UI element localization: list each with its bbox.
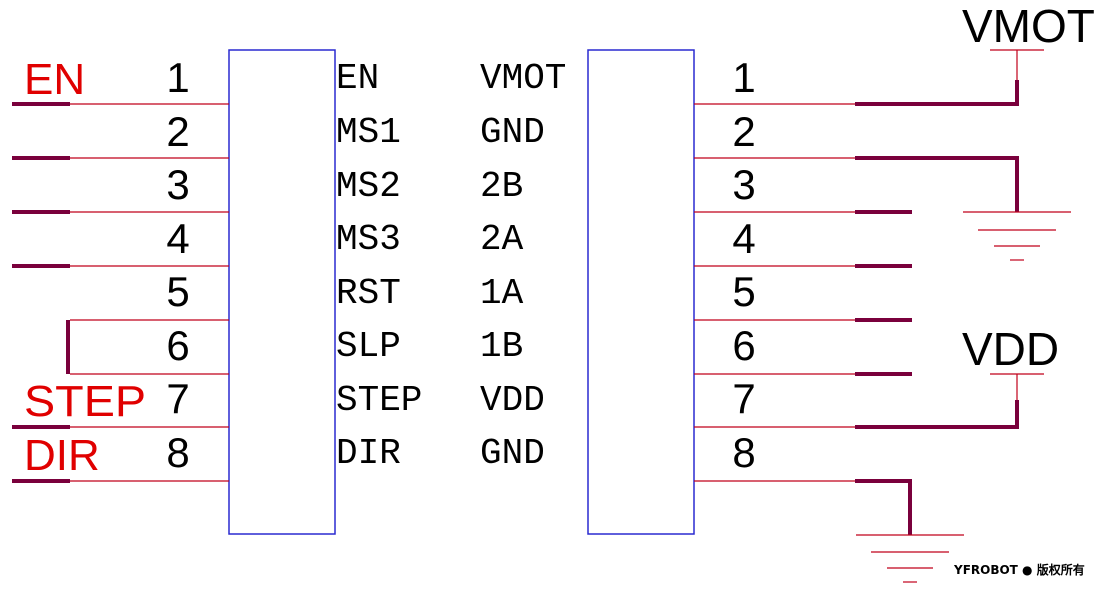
- wire-gnd-bottom: [855, 479, 912, 535]
- right-pin-number: 5: [732, 268, 755, 315]
- power-label-vdd: VDD: [962, 323, 1059, 375]
- left-pin-name: MS2: [336, 166, 401, 207]
- ground-icon-top: [963, 211, 1071, 261]
- left-pin-name: MS3: [336, 219, 401, 260]
- right-pin-name: 2A: [480, 219, 524, 260]
- left-pin-number: 1: [166, 54, 189, 101]
- right-pin-number: 1: [732, 54, 755, 101]
- credit-text: YFROBOT ● 版权所有: [953, 562, 1085, 577]
- left-pin-name: RST: [336, 273, 401, 314]
- right-pin-number: 6: [732, 322, 755, 369]
- right-pin-number: 8: [732, 429, 755, 476]
- left-pin-name: SLP: [336, 326, 401, 367]
- left-pin-numbers: 1 2 3 4 5 6 7 8: [166, 54, 189, 476]
- wire-vdd: [855, 400, 1019, 429]
- left-pin-name: MS1: [336, 112, 401, 153]
- left-pin-number: 2: [166, 108, 189, 155]
- left-pin-lines: [70, 103, 229, 482]
- left-pin-number: 4: [166, 215, 189, 262]
- right-pin-name: 1B: [480, 326, 523, 367]
- left-pin-number: 5: [166, 268, 189, 315]
- left-pin-name: DIR: [336, 433, 401, 474]
- right-wires: [855, 80, 1019, 535]
- wire-gnd-top: [855, 156, 1019, 212]
- ground-icon-bottom: [856, 534, 964, 583]
- left-pin-number: 7: [166, 375, 189, 422]
- wire-vmot: [855, 80, 1019, 106]
- right-pin-number: 4: [732, 215, 755, 262]
- left-pin-name: EN: [336, 58, 379, 99]
- right-pin-lines: [694, 103, 855, 482]
- left-pin-names: EN MS1 MS2 MS3 RST SLP STEP DIR: [336, 58, 422, 474]
- left-pin-number: 3: [166, 161, 189, 208]
- net-label-dir: DIR: [24, 431, 100, 480]
- right-pin-name: VMOT: [480, 58, 566, 99]
- left-wires: [12, 102, 70, 483]
- vdd-symbol: [990, 373, 1044, 400]
- net-label-step: STEP: [24, 377, 146, 426]
- right-pin-number: 3: [732, 161, 755, 208]
- power-label-vmot: VMOT: [962, 0, 1095, 52]
- right-connector-body: [587, 49, 695, 535]
- right-pin-name: 2B: [480, 166, 523, 207]
- left-connector-body: [228, 49, 336, 535]
- left-pin-name: STEP: [336, 380, 422, 421]
- net-label-en: EN: [24, 55, 85, 104]
- right-pin-name: 1A: [480, 273, 524, 314]
- right-pin-name: GND: [480, 433, 545, 474]
- right-pin-number: 2: [732, 108, 755, 155]
- right-pin-name: GND: [480, 112, 545, 153]
- right-pin-names: VMOT GND 2B 2A 1A 1B VDD GND: [480, 58, 566, 474]
- right-pin-numbers: 1 2 3 4 5 6 7 8: [732, 54, 755, 476]
- left-pin-number: 8: [166, 429, 189, 476]
- left-pin-number: 6: [166, 322, 189, 369]
- right-pin-name: VDD: [480, 380, 545, 421]
- vmot-symbol: [990, 49, 1044, 80]
- right-pin-number: 7: [732, 375, 755, 422]
